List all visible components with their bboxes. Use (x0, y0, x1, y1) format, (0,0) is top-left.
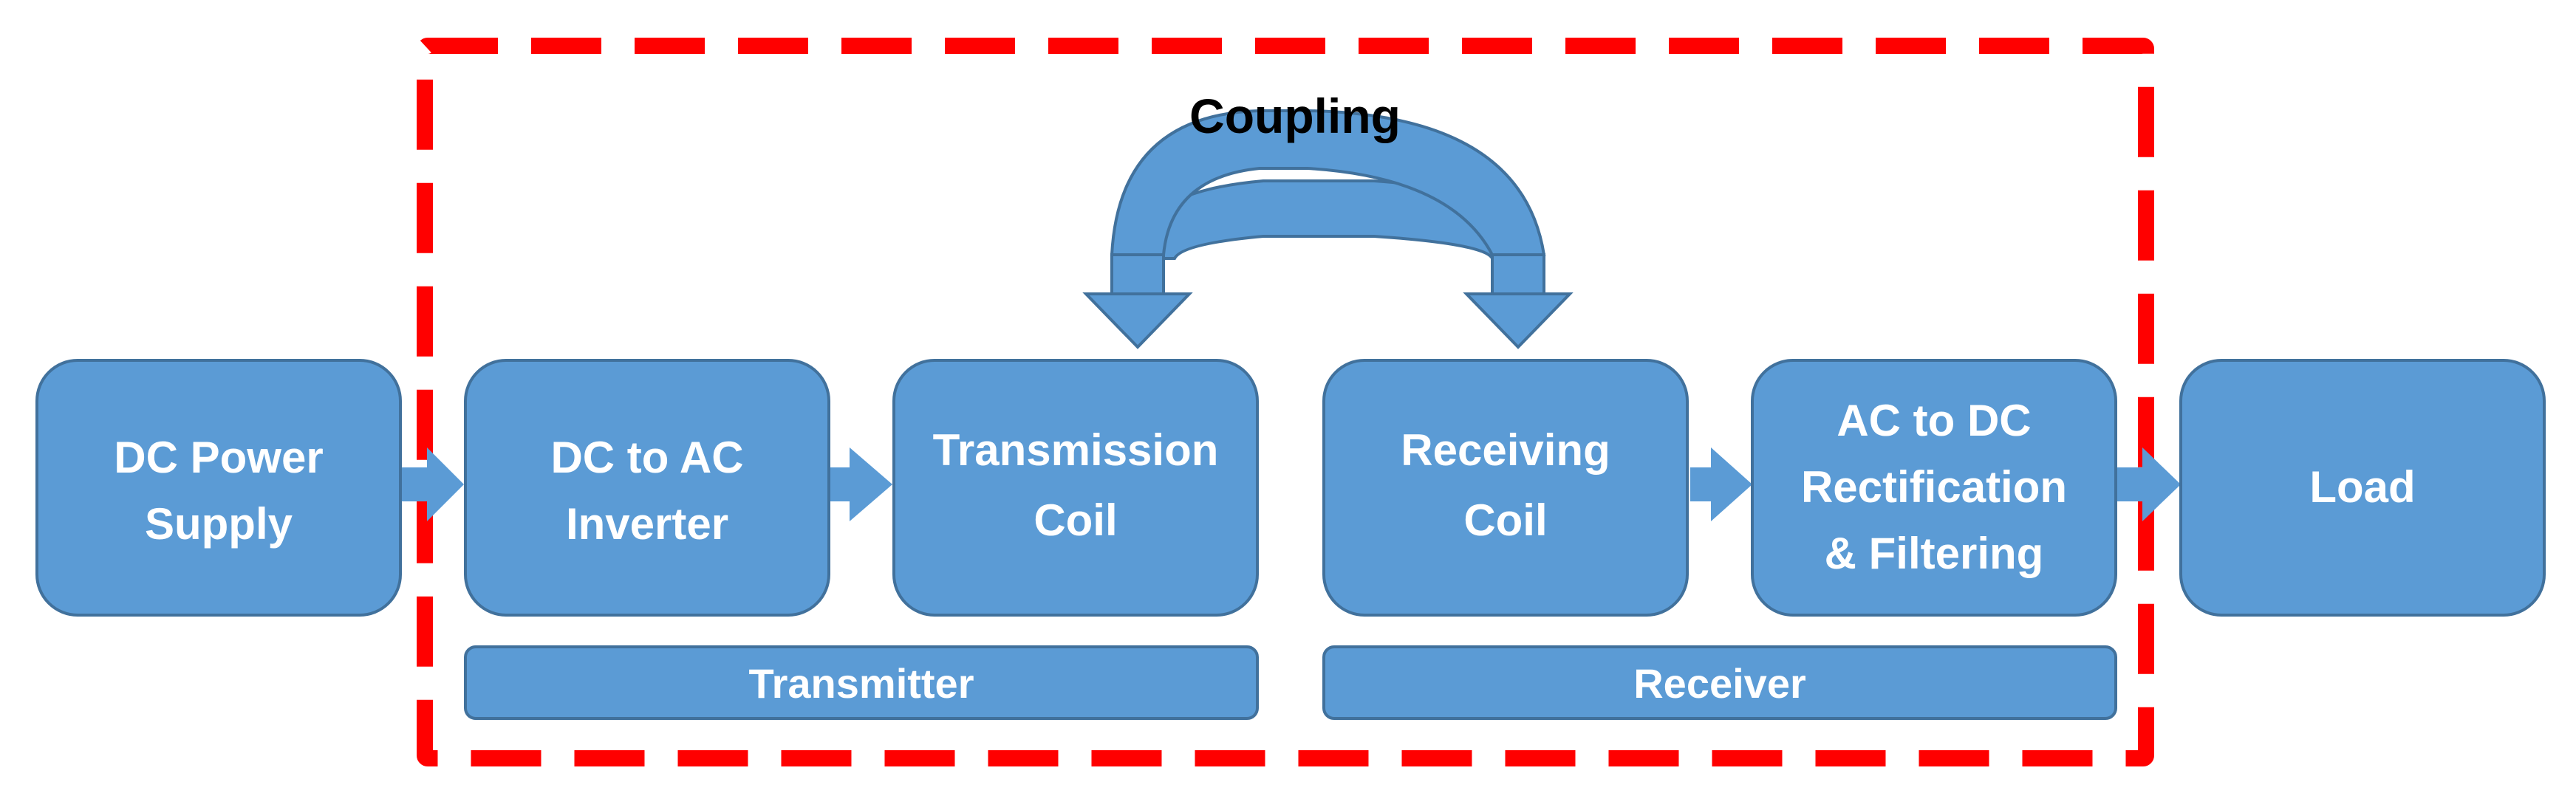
transmitter-label: Transmitter (749, 660, 974, 707)
coupling-arrow (1082, 109, 1574, 349)
receiving-coil-line-2: Coil (1463, 495, 1547, 545)
ac-to-dc-line-2: Rectification (1801, 462, 2067, 512)
transmission-coil-line-1: Transmission (933, 425, 1219, 475)
coupling-title: Coupling (1189, 89, 1401, 143)
ac-to-dc-line-3: & Filtering (1825, 529, 2044, 578)
inverter-line-1: DC to AC (550, 433, 743, 482)
block-dc-to-ac-inverter: DC to AC Inverter (464, 359, 830, 617)
connector-arrows (400, 447, 2181, 521)
dc-power-supply-line-1: DC Power (114, 433, 323, 482)
group-bar-receiver: Receiver (1322, 645, 2117, 720)
arrow-inverter-to-transmission (829, 447, 892, 521)
block-dc-power-supply: DC Power Supply (35, 359, 402, 617)
dc-power-supply-line-2: Supply (145, 499, 293, 549)
receiver-label: Receiver (1633, 660, 1806, 707)
arrow-power-to-inverter (400, 447, 464, 521)
block-ac-to-dc: AC to DC Rectification & Filtering (1751, 359, 2117, 617)
load-label: Load (2309, 462, 2415, 512)
block-transmission-coil: Transmission Coil (892, 359, 1259, 617)
ac-to-dc-line-1: AC to DC (1837, 396, 2031, 445)
arrow-ac-dc-to-load (2117, 447, 2181, 521)
group-bar-transmitter: Transmitter (464, 645, 1259, 720)
block-load: Load (2179, 359, 2546, 617)
system-boundary (417, 38, 2154, 766)
receiving-coil-line-1: Receiving (1401, 425, 1610, 475)
transmission-coil-line-2: Coil (1034, 495, 1117, 545)
inverter-line-2: Inverter (566, 499, 728, 549)
arrow-receiving-to-ac-dc (1690, 447, 1752, 521)
block-receiving-coil: Receiving Coil (1322, 359, 1689, 617)
